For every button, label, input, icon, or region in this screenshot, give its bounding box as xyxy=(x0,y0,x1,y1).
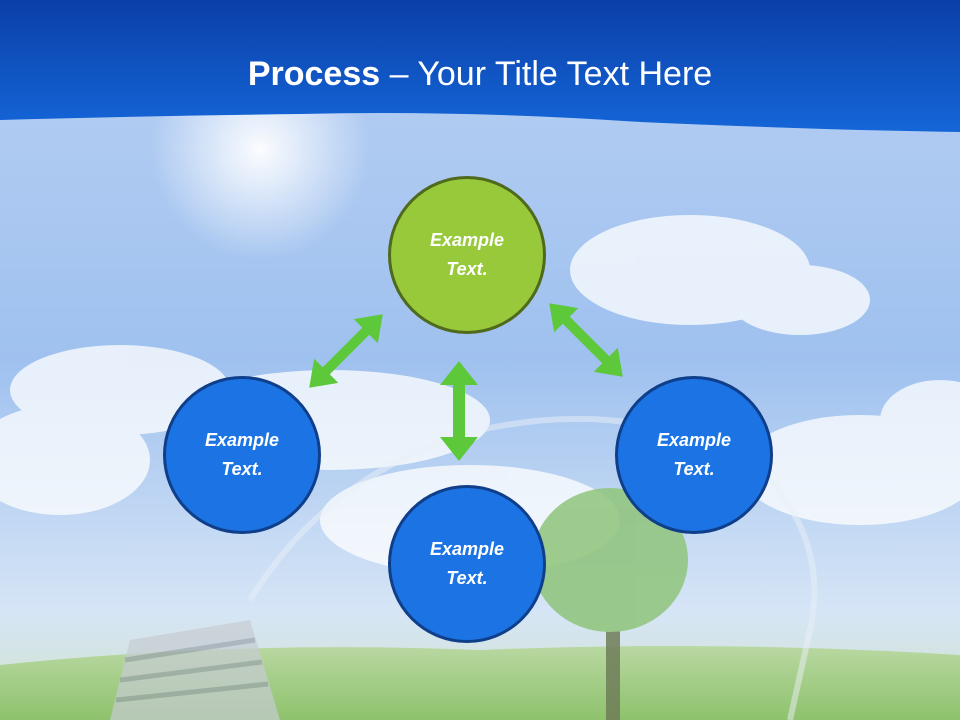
node-right-line1: Example xyxy=(656,430,732,450)
node-right-label: Example Text. xyxy=(634,426,754,484)
node-left-line2: Text. xyxy=(221,459,263,479)
node-right-line2: Text. xyxy=(673,459,715,479)
node-bottom-label: Example Text. xyxy=(407,535,527,593)
node-bottom-line2: Text. xyxy=(446,568,488,588)
node-top-label: Example Text. xyxy=(407,226,527,284)
title-bold: Process xyxy=(247,55,381,93)
bulb-base xyxy=(110,620,280,720)
node-top[interactable]: Example Text. xyxy=(388,176,546,334)
double-arrow-right-top xyxy=(549,303,623,377)
node-bottom-line1: Example xyxy=(429,539,505,559)
node-left-label: Example Text. xyxy=(182,426,302,484)
title-banner xyxy=(0,0,960,132)
double-arrow-left-top xyxy=(309,314,383,388)
light-bulb xyxy=(247,415,818,720)
slide-title: Process – Your Title Text Here xyxy=(0,52,960,96)
node-top-line2: Text. xyxy=(446,259,488,279)
node-right[interactable]: Example Text. xyxy=(615,376,773,534)
double-arrow-vertical xyxy=(440,361,478,461)
node-left[interactable]: Example Text. xyxy=(163,376,321,534)
title-rest: – Your Title Text Here xyxy=(380,55,713,93)
tree xyxy=(532,488,688,720)
node-top-line1: Example xyxy=(429,230,505,250)
node-left-line1: Example xyxy=(204,430,280,450)
node-bottom[interactable]: Example Text. xyxy=(388,485,546,643)
